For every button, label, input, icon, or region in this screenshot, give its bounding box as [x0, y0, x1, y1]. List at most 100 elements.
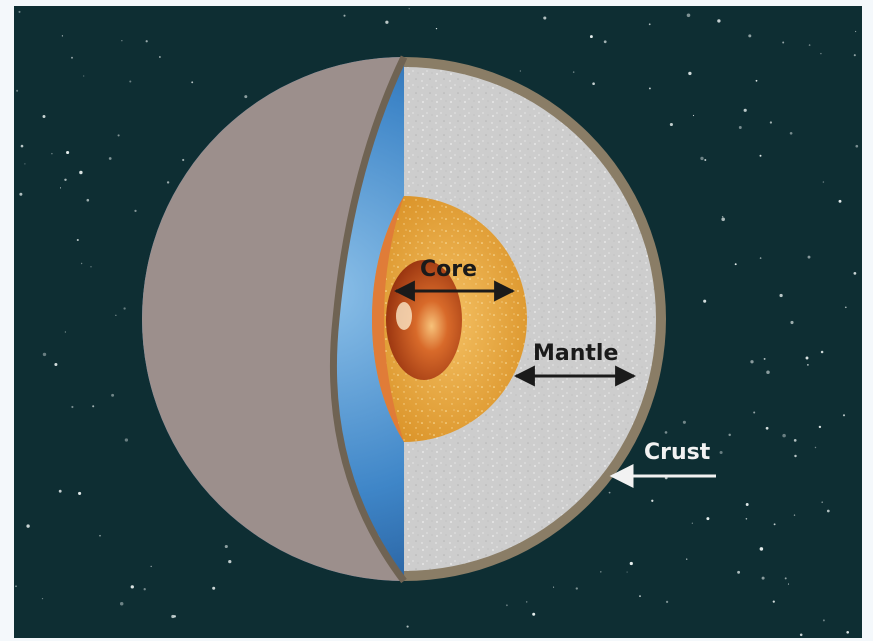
- star: [159, 56, 161, 58]
- star: [823, 181, 825, 183]
- star: [703, 300, 706, 303]
- star: [604, 40, 607, 43]
- star: [773, 601, 775, 603]
- star: [532, 613, 535, 616]
- star: [686, 558, 687, 559]
- star: [808, 256, 811, 259]
- star: [794, 514, 795, 515]
- star: [800, 634, 803, 637]
- star: [788, 584, 789, 585]
- star: [87, 199, 90, 202]
- core-label: Core: [420, 257, 477, 282]
- star: [666, 601, 668, 603]
- star: [774, 523, 776, 525]
- star: [228, 560, 231, 563]
- star: [26, 524, 29, 527]
- star: [766, 370, 770, 374]
- star: [43, 353, 46, 356]
- star: [735, 263, 737, 265]
- star: [693, 115, 694, 116]
- star: [78, 492, 81, 495]
- star: [839, 200, 842, 203]
- star: [600, 571, 601, 572]
- star: [225, 545, 228, 548]
- star: [827, 510, 830, 513]
- star: [704, 159, 706, 161]
- star: [760, 547, 764, 551]
- star: [409, 8, 410, 9]
- star: [16, 90, 18, 92]
- star: [90, 266, 91, 267]
- star: [506, 604, 508, 606]
- star: [592, 82, 595, 85]
- star: [99, 535, 101, 537]
- star: [821, 501, 823, 503]
- star: [854, 54, 856, 56]
- star: [821, 351, 824, 354]
- star: [436, 28, 437, 29]
- star: [81, 263, 82, 264]
- star: [54, 363, 57, 366]
- star: [66, 151, 69, 154]
- star: [790, 321, 793, 324]
- star: [619, 478, 622, 481]
- star: [766, 427, 769, 430]
- star: [244, 95, 247, 98]
- star: [609, 492, 611, 494]
- star: [846, 631, 849, 634]
- star: [779, 294, 782, 297]
- star: [171, 615, 174, 618]
- star: [687, 14, 691, 18]
- star: [19, 193, 22, 196]
- star: [753, 411, 755, 413]
- star: [756, 80, 758, 82]
- star: [60, 187, 61, 188]
- star: [807, 364, 809, 366]
- star: [212, 587, 215, 590]
- star: [809, 44, 811, 46]
- star: [692, 523, 693, 524]
- star: [790, 132, 793, 135]
- star: [649, 23, 651, 25]
- star: [722, 216, 723, 217]
- star: [855, 145, 858, 148]
- star: [706, 517, 709, 520]
- star: [665, 431, 668, 434]
- star: [639, 595, 641, 597]
- star: [65, 331, 66, 332]
- star: [385, 21, 388, 24]
- star: [785, 577, 787, 579]
- star: [59, 490, 62, 493]
- star: [576, 587, 578, 589]
- star: [688, 72, 691, 75]
- star: [762, 577, 765, 580]
- star: [51, 153, 53, 155]
- star: [129, 80, 131, 82]
- mantle-label: Mantle: [533, 341, 618, 366]
- star: [150, 566, 151, 567]
- star: [118, 134, 120, 136]
- star: [131, 585, 134, 588]
- star: [109, 157, 112, 160]
- star: [739, 126, 742, 129]
- star: [43, 115, 46, 118]
- star: [71, 57, 73, 59]
- star: [573, 71, 574, 72]
- star: [18, 11, 20, 13]
- star: [115, 315, 116, 316]
- star: [737, 571, 740, 574]
- star: [111, 394, 114, 397]
- star: [820, 53, 821, 54]
- star: [627, 572, 628, 573]
- star: [717, 19, 720, 22]
- star: [782, 434, 786, 438]
- star: [590, 35, 593, 38]
- star: [64, 179, 66, 181]
- star: [700, 157, 703, 160]
- star: [728, 434, 730, 436]
- star: [854, 272, 857, 275]
- star: [806, 357, 809, 360]
- star: [794, 455, 796, 457]
- star: [15, 585, 17, 587]
